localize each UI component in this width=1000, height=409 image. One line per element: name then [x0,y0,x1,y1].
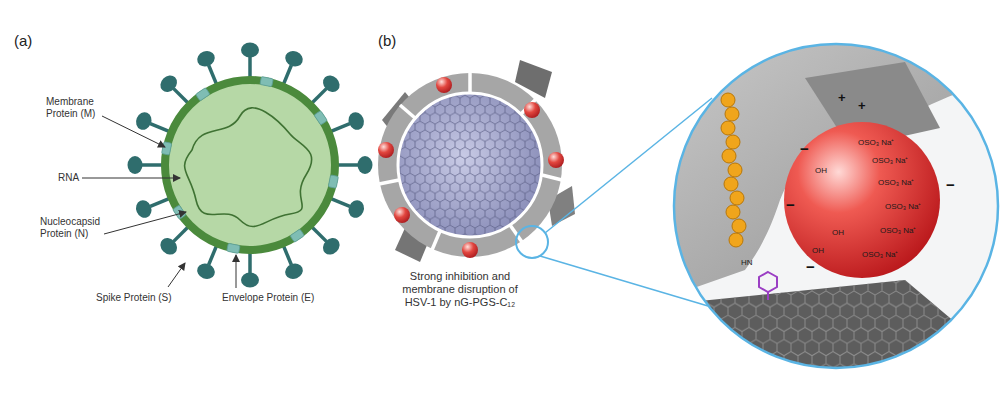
zoom-illustration [660,40,1000,390]
part-label: Spike Protein (S) [96,292,172,304]
part-label: Nucleocapsid Protein (N) [40,216,110,240]
charge-sign: − [786,196,795,214]
charge-sign: + [858,98,866,114]
chemical-group: OH [812,246,824,256]
panel-letter: (b) [378,32,396,50]
charge-sign: − [806,258,815,276]
caption-note: Strong inhibition and membrane disruptio… [392,270,528,310]
part-label: Envelope Protein (E) [222,292,314,304]
chemical-group: OSO₃ Na⁺ [872,156,909,166]
panel-letter: (a) [14,32,32,50]
chemical-group: OSO₃ Na⁺ [878,178,915,188]
chemical-group: OSO₃ Na⁺ [862,250,899,260]
chemical-group: OSO₃ Na⁺ [885,202,922,212]
leader-arrows [82,116,236,288]
chemical-group: OSO₃ Na⁺ [858,138,895,148]
charge-sign: − [946,176,955,194]
virus-illustration [128,43,373,288]
chemical-group: OSO₃ Na⁺ [880,226,917,236]
chemical-group: OH [832,228,844,238]
part-label: Membrane Protein (M) [46,96,110,120]
chemical-group: OH [815,166,827,176]
charge-sign: + [838,90,846,106]
chemical-group: HN [741,258,753,268]
charge-sign: − [800,140,809,158]
wrapped-virus-illustration [378,60,712,306]
part-label: RNA [58,172,79,184]
